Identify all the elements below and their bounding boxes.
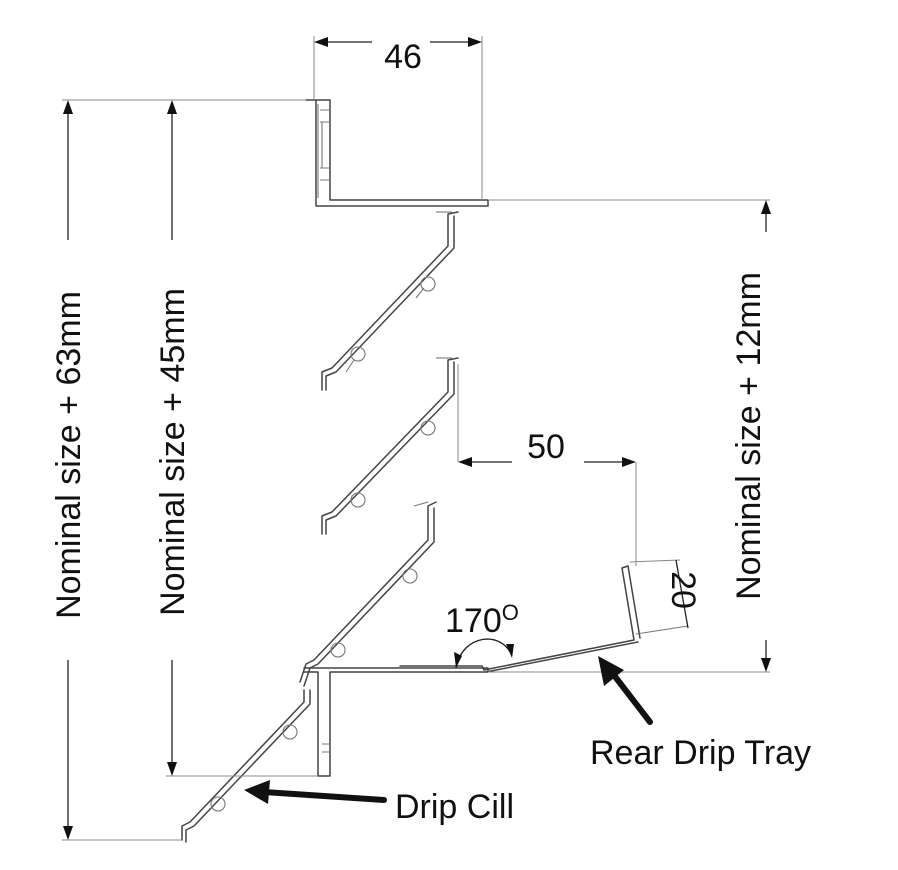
dim-angle-label: 170O [445,600,519,641]
callout-rear-drip-tray: Rear Drip Tray [590,656,811,772]
cill-frame [303,667,489,777]
dim-left-inner-label: Nominal size + 45mm [154,288,192,616]
dim-top-width-label: 46 [384,38,422,76]
dim-angle: 170O [445,600,519,669]
dim-left-outer: Nominal size + 63mm [50,99,306,841]
dim-tray-depth-label: 50 [527,428,565,466]
rear-drip-tray-label: Rear Drip Tray [590,734,811,772]
drip-cill-label: Drip Cill [395,788,514,826]
dim-right: Nominal size + 12mm [488,199,771,673]
dim-left-inner: Nominal size + 45mm [154,100,318,777]
dim-top-width: 46 [313,36,483,200]
head-frame [305,99,489,207]
louvre-blade-1 [321,211,459,391]
dim-upstand-label: 20 [664,571,702,609]
rear-drip-tray [399,565,689,673]
louvre-blade-3 [299,501,437,687]
dim-right-label: Nominal size + 12mm [730,272,768,600]
louvre-blade-2 [321,357,459,535]
dim-upstand: 20 [629,559,702,629]
callout-drip-cill: Drip Cill [244,780,514,826]
drip-cill [181,689,311,843]
dim-left-outer-label: Nominal size + 63mm [50,291,88,619]
dim-tray-depth: 50 [457,364,637,566]
